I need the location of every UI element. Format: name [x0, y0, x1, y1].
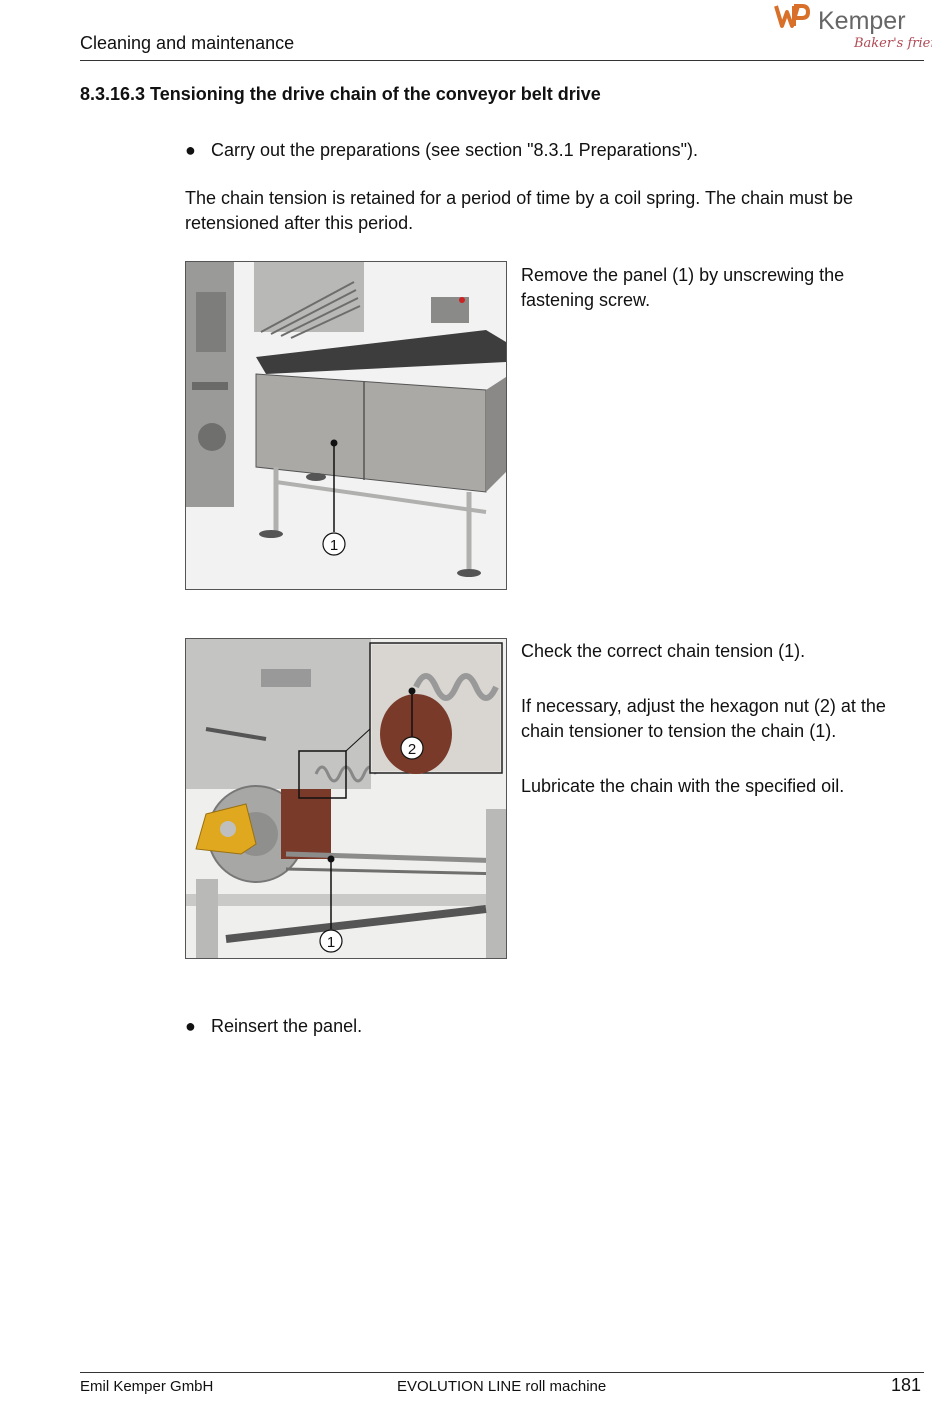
figure-chain-tensioner: 2 1	[185, 638, 507, 959]
figure-1-text-line-1: Remove the panel (1) by unscrewing the	[521, 265, 845, 285]
bullet-text: Reinsert the panel.	[211, 1016, 363, 1036]
kemper-logo-icon: Kemper Baker's friend	[774, 3, 947, 51]
logo-text: Kemper	[818, 7, 906, 35]
footer-company: Emil Kemper GmbH	[80, 1378, 214, 1395]
figure-2-text-2-line-1: If necessary, adjust the hexagon nut (2)…	[521, 696, 886, 716]
bullet-item-preparations: ● Carry out the preparations (see sectio…	[185, 140, 885, 164]
figure-2-text-2-line-2: chain tensioner to tension the chain (1)…	[521, 721, 837, 741]
figure-1-text-line-2: fastening screw.	[521, 290, 651, 310]
section-title: 8.3.16.3 Tensioning the drive chain of t…	[80, 84, 601, 104]
chain-tensioner-illustration: 2 1	[186, 639, 506, 958]
header-title: Cleaning and maintenance	[80, 33, 295, 53]
callout-1: 1	[330, 537, 338, 554]
callout-1: 1	[327, 934, 335, 951]
bullet-icon: ●	[185, 1016, 196, 1036]
bullet-text: Carry out the preparations (see section …	[211, 140, 699, 160]
figure-1-instructions: Remove the panel (1) by unscrewing the f…	[521, 263, 921, 313]
figure-2-instructions: Check the correct chain tension (1). If …	[521, 639, 921, 799]
intro-paragraph: The chain tension is retained for a peri…	[185, 186, 925, 236]
intro-line-2: retensioned after this period.	[185, 213, 414, 233]
machine-panel-illustration: 1	[186, 262, 506, 589]
figure-2-text-1: Check the correct chain tension (1).	[521, 641, 806, 661]
footer-product: EVOLUTION LINE roll machine	[397, 1378, 607, 1395]
figure-2-text-3: Lubricate the chain with the specified o…	[521, 776, 845, 796]
header-divider	[80, 60, 924, 61]
bullet-icon: ●	[185, 140, 196, 160]
footer-divider	[80, 1372, 924, 1373]
intro-line-1: The chain tension is retained for a peri…	[185, 188, 854, 208]
bullet-item-reinsert: ● Reinsert the panel.	[185, 1016, 685, 1040]
page-number: 181	[891, 1375, 922, 1395]
figure-panel-removal: 1	[185, 261, 507, 590]
logo-tagline: Baker's friend	[853, 36, 932, 51]
callout-2: 2	[408, 741, 416, 758]
kemper-logo: Kemper Baker's friend	[772, 0, 947, 54]
